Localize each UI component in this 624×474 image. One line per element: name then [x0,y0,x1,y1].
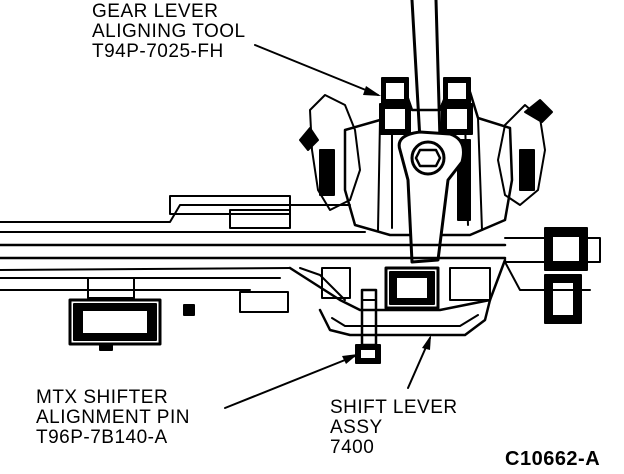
gear-lever-tool-line2: ALIGNING TOOL [92,21,246,42]
shift-lever-assy-line1: SHIFT LEVER [330,397,458,418]
shift-lever-assy-callout: SHIFT LEVER ASSY 7400 [330,398,458,458]
shift-lever [384,130,465,310]
shift-lever-assy-line3: 7400 [330,437,375,458]
aligning-tool-housing [299,77,553,237]
shifter-pin-line2: ALIGNMENT PIN [36,407,190,428]
shift-rails [0,195,601,324]
shifter-pin-line3: T96P-7B140-A [36,427,168,448]
callout-leaders [224,44,431,409]
figure-code: C10662-A [505,448,601,470]
lever-rod [410,0,442,142]
shift-lever-assy-line2: ASSY [330,417,383,438]
shifter-pin-callout: MTX SHIFTER ALIGNMENT PIN T96P-7B140-A [36,388,190,448]
lower-housing [68,258,507,351]
shifter-pin-line1: MTX SHIFTER [36,387,169,408]
gear-lever-tool-line3: T94P-7025-FH [92,41,224,62]
gear-lever-tool-callout: GEAR LEVER ALIGNING TOOL T94P-7025-FH [92,2,246,62]
gear-lever-tool-line1: GEAR LEVER [92,1,219,22]
alignment-pin [355,288,381,364]
